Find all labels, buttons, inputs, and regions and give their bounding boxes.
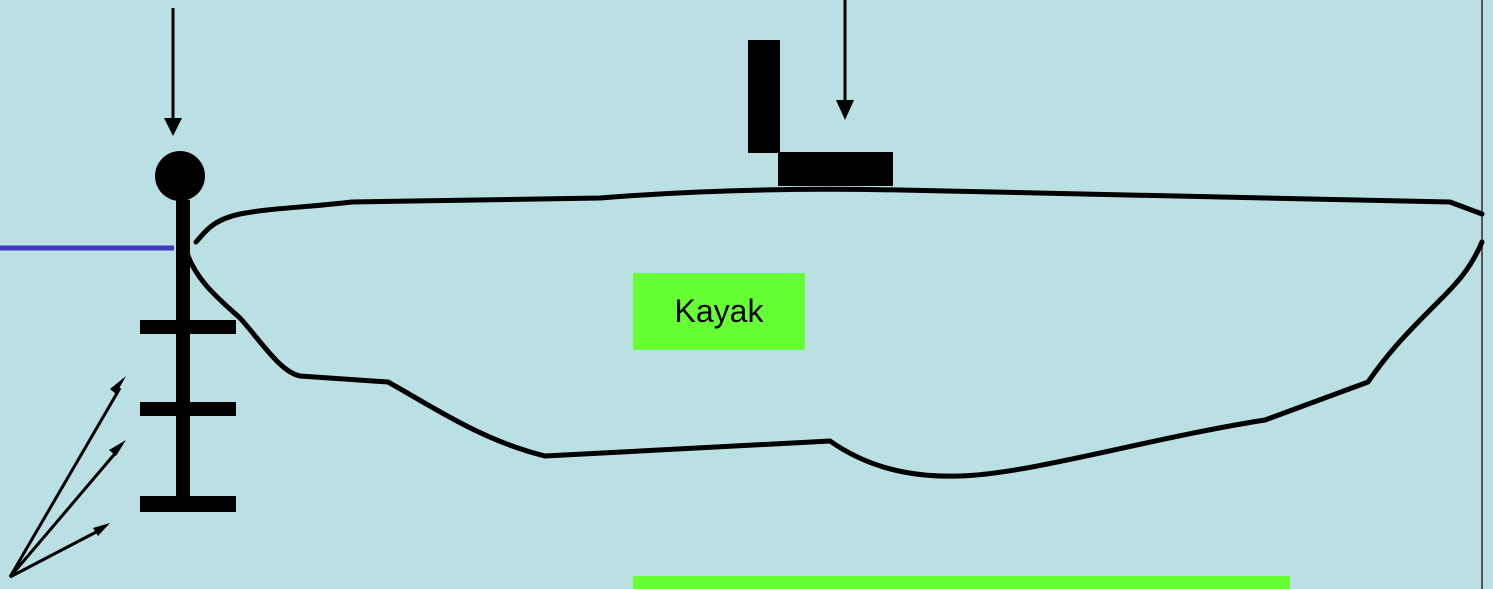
figure-bar-top xyxy=(140,320,236,334)
kayaker-seat xyxy=(778,152,893,186)
kayak-bottom xyxy=(183,239,1485,479)
bottom-label-box xyxy=(633,576,1290,589)
stick-figure xyxy=(140,151,236,512)
figure-bar-middle xyxy=(140,402,236,416)
diverging-arrows xyxy=(8,376,126,579)
kayaker-back xyxy=(748,40,780,153)
figure-head xyxy=(155,151,205,201)
down-arrow-right xyxy=(836,0,854,120)
figure-bar-bottom xyxy=(140,496,236,512)
kayak-hull xyxy=(193,186,1485,245)
down-arrow-left xyxy=(164,8,182,136)
kayaker-shape xyxy=(748,40,893,186)
kayak-label: Kayak xyxy=(633,273,805,350)
figure-body xyxy=(176,200,190,500)
